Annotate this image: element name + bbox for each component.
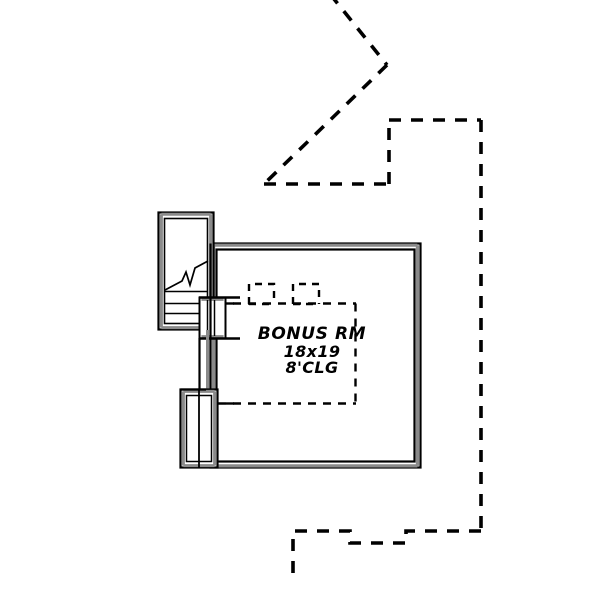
chase-box-left-icon [247, 282, 276, 304]
room-name-label: BONUS RM [257, 324, 367, 344]
wall-jog-left [180, 338, 206, 391]
stair-landing-outer [198, 296, 227, 340]
bonus-room-label-group: BONUS RM 18x19 8'CLG [232, 324, 392, 378]
ceiling-height-dashed-outline [218, 302, 357, 405]
ceiling-line-left-ticks [226, 302, 234, 405]
room-ceiling-label: 8'CLG [285, 358, 339, 378]
room-dimensions-label: 18x19 [283, 341, 341, 361]
dashed-chase-boxes [247, 282, 321, 306]
roof-ridge-upper-left-icon [332, 0, 389, 67]
roof-slope-down-left [262, 63, 389, 186]
roof-outline-bottom-step [291, 529, 481, 578]
chase-box-right-icon [291, 282, 321, 304]
stair-break-line-icon [164, 260, 209, 291]
lower-left-closet [179, 388, 219, 469]
bonus-room-inner-wall [215, 248, 416, 463]
stair-landing-poche [201, 297, 224, 339]
roof-bottom-step-path [291, 529, 481, 578]
stair-landing [198, 296, 240, 340]
roof-outline-dashed [262, 0, 483, 531]
stairwell [157, 211, 215, 331]
